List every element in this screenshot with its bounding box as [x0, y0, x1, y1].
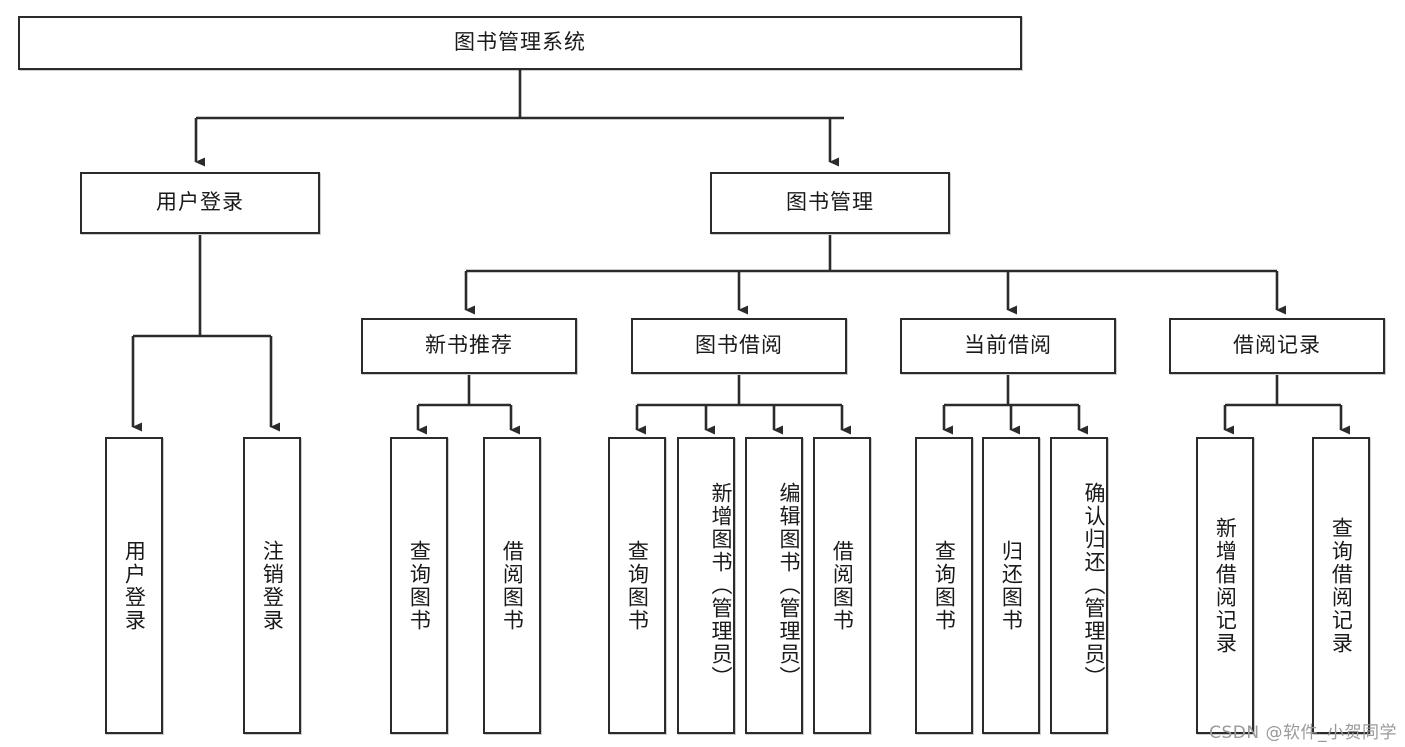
node-label: 归还图书 [999, 539, 1024, 632]
node-label: 新增借阅记录 [1213, 516, 1238, 655]
node-label: 用户登录 [156, 190, 244, 215]
node-label: 查询图书 [625, 539, 650, 632]
node-label: 图书借阅 [695, 333, 783, 358]
node-book-borrow[interactable]: 图书借阅 [631, 318, 847, 374]
node-label: 借阅图书 [500, 539, 525, 632]
leaf-current-confirm-return-admin[interactable]: 确认归还（管理员） [1050, 437, 1108, 734]
leaf-new-book-borrow[interactable]: 借阅图书 [483, 437, 541, 734]
node-label: 借阅图书 [830, 539, 855, 632]
node-label: 查询图书 [407, 539, 432, 632]
leaf-record-add-record[interactable]: 新增借阅记录 [1196, 437, 1254, 734]
leaf-record-query-record[interactable]: 查询借阅记录 [1312, 437, 1370, 734]
leaf-borrow-borrow-book[interactable]: 借阅图书 [813, 437, 871, 734]
node-label: 当前借阅 [964, 333, 1052, 358]
leaf-borrow-edit-book-admin[interactable]: 编辑图书（管理员） [745, 437, 803, 734]
node-label: 借阅记录 [1233, 333, 1321, 358]
node-book-management[interactable]: 图书管理 [710, 172, 950, 234]
node-new-book-recommend[interactable]: 新书推荐 [361, 318, 577, 374]
node-label: 注销登录 [260, 539, 285, 632]
leaf-user-login-login[interactable]: 用户登录 [105, 437, 163, 734]
node-root-library-system[interactable]: 图书管理系统 [18, 16, 1022, 70]
node-label: 编辑图书（管理员） [777, 482, 801, 689]
node-user-login[interactable]: 用户登录 [80, 172, 320, 234]
node-label: 图书管理系统 [454, 30, 586, 55]
node-label: 新增图书（管理员） [709, 482, 733, 689]
connector-current-to-leaves [942, 375, 1088, 435]
node-label: 用户登录 [122, 539, 147, 632]
node-label: 查询借阅记录 [1329, 516, 1354, 655]
node-label: 新书推荐 [425, 333, 513, 358]
node-current-borrow[interactable]: 当前借阅 [900, 318, 1116, 374]
node-label: 图书管理 [786, 190, 874, 215]
node-borrow-record[interactable]: 借阅记录 [1169, 318, 1385, 374]
node-label: 确认归还（管理员） [1082, 482, 1106, 689]
leaf-new-book-query[interactable]: 查询图书 [390, 437, 448, 734]
connector-newbook-to-leaves [416, 375, 520, 435]
leaf-user-login-logout[interactable]: 注销登录 [243, 437, 301, 734]
connector-bookmgmt-to-level3 [464, 235, 1286, 315]
connector-root-to-level2 [194, 70, 844, 167]
connector-borrow-to-leaves [635, 375, 851, 435]
leaf-borrow-add-book-admin[interactable]: 新增图书（管理员） [677, 437, 735, 734]
leaf-current-query-book[interactable]: 查询图书 [915, 437, 973, 734]
leaf-current-return-book[interactable]: 归还图书 [982, 437, 1040, 734]
node-label: 查询图书 [932, 539, 957, 632]
watermark-text: CSDN @软件_小贺同学 [1209, 723, 1397, 743]
connector-userlogin-to-leaves [131, 235, 280, 432]
leaf-borrow-query-book[interactable]: 查询图书 [608, 437, 666, 734]
connector-record-to-leaves [1223, 375, 1350, 435]
